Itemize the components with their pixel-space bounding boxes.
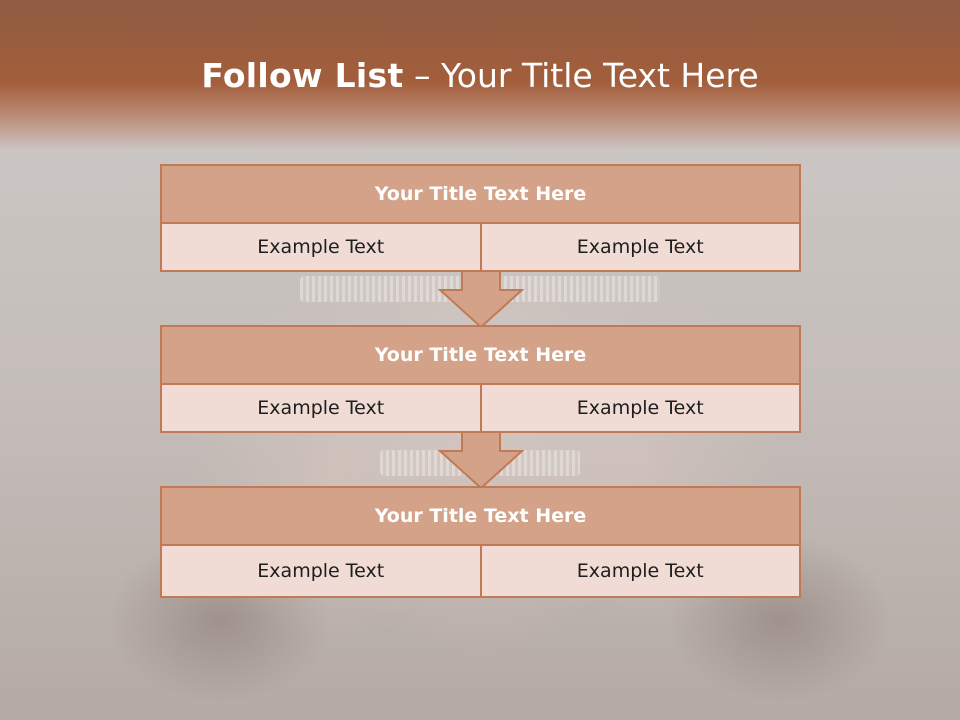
flow-box-text-left: Example Text <box>162 224 480 270</box>
flow-box-text-left: Example Text <box>162 546 480 596</box>
down-arrow-icon <box>438 270 524 328</box>
slide-title: Follow List – Your Title Text Here <box>0 52 960 100</box>
title-band <box>0 0 960 150</box>
flow-box-text-right: Example Text <box>479 546 799 596</box>
flow-box-text-right: Example Text <box>479 224 799 270</box>
flow-box-title: Your Title Text Here <box>162 166 799 224</box>
flow-box-row: Example Text Example Text <box>162 385 799 431</box>
flow-box-row: Example Text Example Text <box>162 546 799 596</box>
down-arrow-icon <box>438 431 524 489</box>
flow-box: Your Title Text Here Example Text Exampl… <box>160 486 801 598</box>
flow-box-title: Your Title Text Here <box>162 327 799 385</box>
slide-title-rest: – Your Title Text Here <box>403 56 759 95</box>
flow-box: Your Title Text Here Example Text Exampl… <box>160 164 801 272</box>
flow-box-row: Example Text Example Text <box>162 224 799 270</box>
flow-box-text-right: Example Text <box>479 385 799 431</box>
slide-title-bold: Follow List <box>201 56 404 95</box>
flow-box: Your Title Text Here Example Text Exampl… <box>160 325 801 433</box>
flow-box-title: Your Title Text Here <box>162 488 799 546</box>
flow-box-text-left: Example Text <box>162 385 480 431</box>
